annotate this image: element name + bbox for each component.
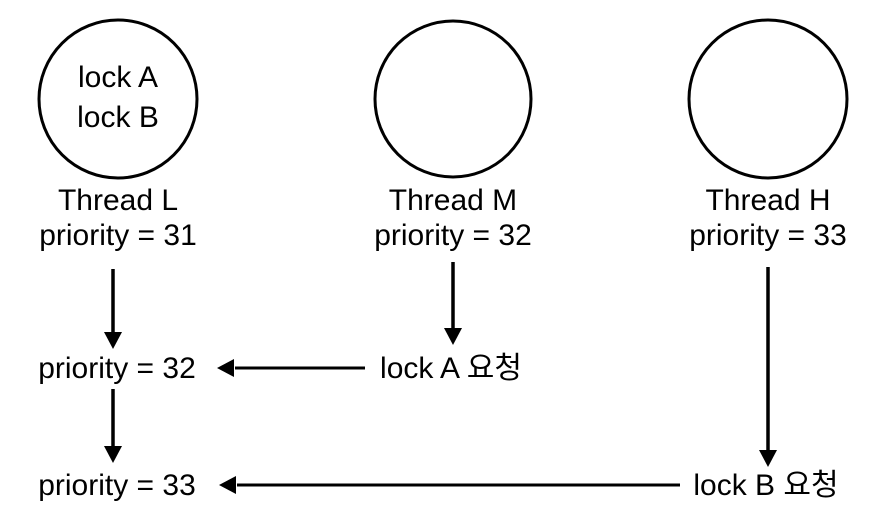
threadL-boosted-priority32-label: priority = 32 — [38, 352, 196, 385]
arrow-head-down-icon — [104, 332, 122, 349]
arrow-threadM-to-lockA-request — [444, 262, 462, 345]
thread-m-circle — [373, 19, 533, 179]
arrow-head-left-icon — [219, 476, 236, 494]
arrow-head-down-icon — [759, 450, 777, 467]
threadM-name-label: Thread M — [388, 184, 518, 217]
threadL-boosted-priority33-label: priority = 33 — [38, 469, 196, 502]
lock-a-held-label: lock A — [77, 61, 159, 94]
thread-h-circle — [687, 18, 849, 180]
arrow-head-down-icon — [104, 446, 122, 463]
arrow-priority32-to-priority33 — [104, 389, 122, 463]
threadH-priority-label: priority = 33 — [689, 219, 847, 252]
lock-b-held-label: lock B — [77, 101, 159, 134]
threadH-name-label: Thread H — [705, 184, 831, 217]
lockA-request-label: lock A 요청 — [380, 352, 522, 385]
arrow-threadH-to-lockB-request — [759, 267, 777, 467]
arrow-head-down-icon — [444, 328, 462, 345]
arrow-lockB-request-to-threadL — [219, 476, 680, 494]
lockB-request-label: lock B 요청 — [693, 469, 839, 502]
thread-l-circle — [37, 18, 199, 180]
threadL-priority-label: priority = 31 — [39, 219, 197, 252]
threadM-priority-label: priority = 32 — [374, 219, 532, 252]
threadL-name-label: Thread L — [57, 184, 179, 217]
threadL-held-locks: lock A lock B — [18, 58, 218, 138]
arrow-head-left-icon — [217, 359, 234, 377]
arrow-lockA-request-to-threadL — [217, 359, 365, 377]
arrow-threadL-to-priority32 — [104, 269, 122, 349]
